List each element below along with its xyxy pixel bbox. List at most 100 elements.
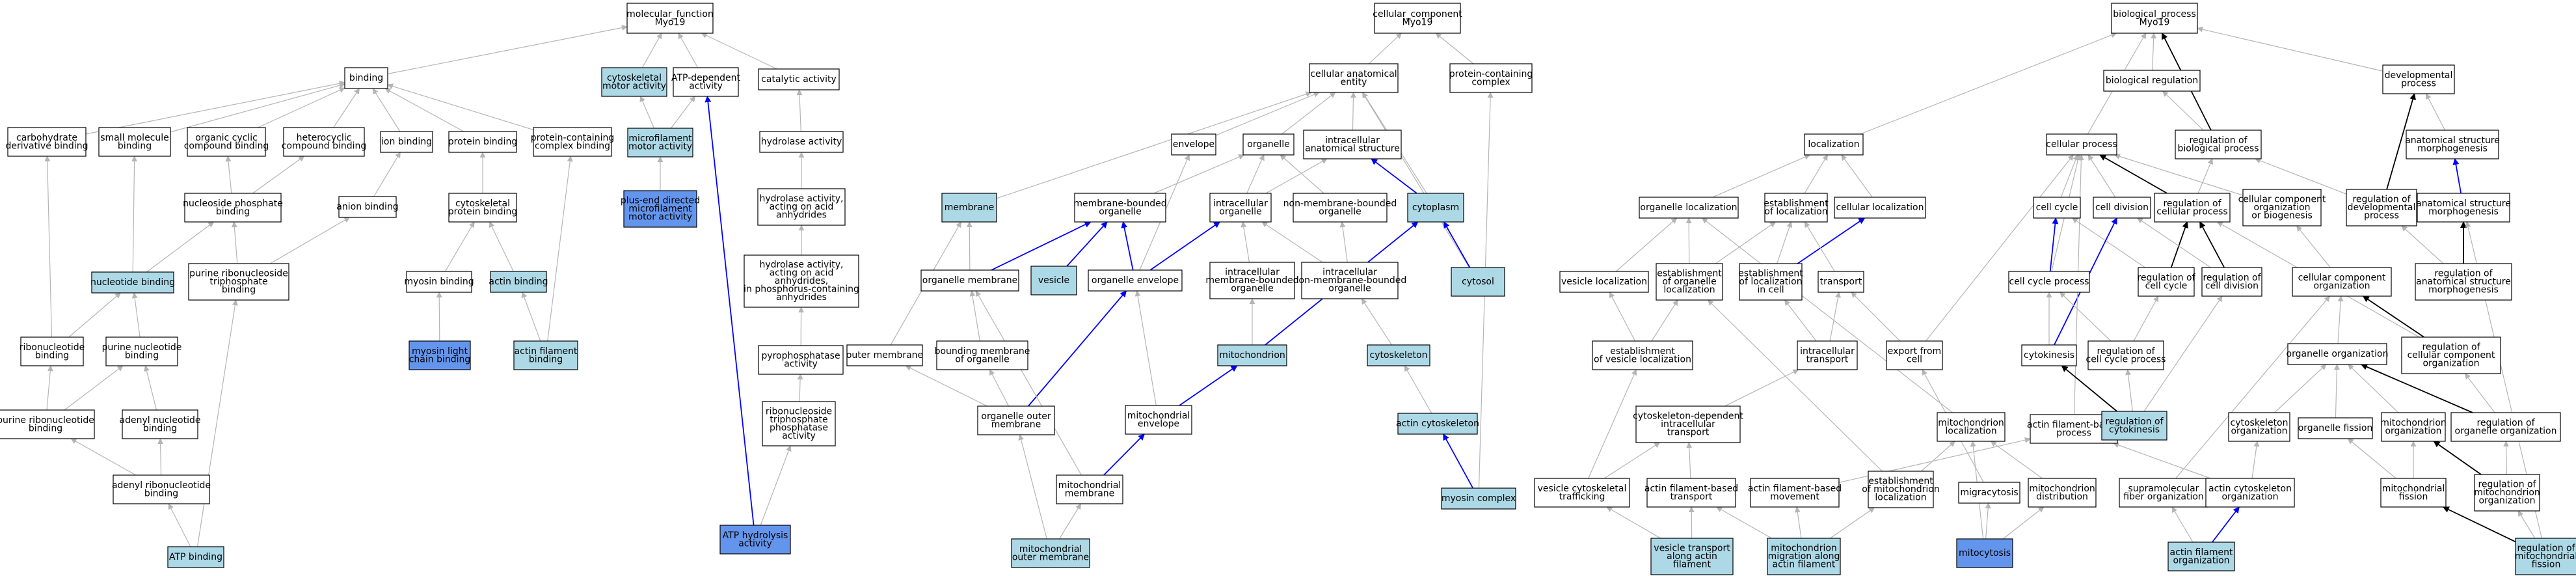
node-inmbo[interactable]: intracellularnon-membrane-boundedorganel…	[1293, 262, 1407, 299]
node-catalytic[interactable]: catalytic activity	[758, 68, 840, 90]
node-anion[interactable]: anion binding	[336, 196, 399, 218]
node-transport[interactable]: transport	[1818, 271, 1864, 293]
node-cytoplasm[interactable]: cytoplasm	[1407, 193, 1464, 223]
node-ionbind[interactable]: ion binding	[380, 131, 433, 153]
node-organelle[interactable]: organelle	[1242, 133, 1295, 156]
node-envelope[interactable]: envelope	[1171, 133, 1216, 156]
node-bioreg[interactable]: biological regulation	[2103, 70, 2201, 92]
node-cytodeptrans[interactable]: cytoskeleton-dependentintracellulartrans…	[1633, 405, 1743, 443]
node-cytosol[interactable]: cytosol	[1451, 267, 1505, 297]
node-cytokinesis[interactable]: cytokinesis	[2021, 344, 2077, 366]
node-cytoskel[interactable]: cytoskeleton	[1367, 344, 1430, 366]
node-actincyto[interactable]: actin cytoskeleton	[1396, 413, 1479, 435]
node-orgenv[interactable]: organelle envelope	[1088, 269, 1183, 292]
node-hydrolase[interactable]: hydrolase activity	[759, 131, 844, 153]
node-nucbind[interactable]: nucleotide binding	[90, 271, 175, 294]
node-mito[interactable]: mitochondrion	[1217, 344, 1287, 366]
node-membrane[interactable]: membrane	[941, 193, 997, 223]
node-actinbind[interactable]: actin binding	[489, 271, 548, 293]
node-ribotriphosact[interactable]: ribonucleosidetriphosphatephosphataseact…	[762, 401, 836, 446]
node-myosinbind[interactable]: myosin binding	[404, 271, 474, 293]
node-mitocytosis[interactable]: mitocytosis	[1956, 538, 2013, 568]
node-orgmem[interactable]: organelle membrane	[920, 269, 1019, 292]
node-hydacid[interactable]: hydrolase activity,acting on acidanhydri…	[757, 188, 846, 226]
node-hydacid2[interactable]: hydrolase activity,acting on acidanhydri…	[744, 254, 859, 308]
node-binding[interactable]: binding	[344, 67, 388, 89]
node-ccproc[interactable]: cell cycle process	[2008, 271, 2090, 293]
node-cellloc[interactable]: cellular localization	[1834, 197, 1926, 219]
node-atpbind[interactable]: ATP binding	[167, 546, 224, 568]
node-outermem[interactable]: outer membrane	[846, 344, 923, 366]
node-celldiv[interactable]: cell division	[2093, 197, 2151, 219]
node-vesloc[interactable]: vesicle localization	[1559, 271, 1649, 293]
node-migracytosis[interactable]: migracytosis	[1958, 482, 2020, 504]
node-protbind[interactable]: protein binding	[448, 131, 517, 153]
node-orgloc[interactable]: organelle localization	[1639, 197, 1739, 219]
node-orgorg[interactable]: organelle organization	[2287, 343, 2389, 365]
node-orgfission[interactable]: organelle fission	[2298, 417, 2373, 439]
